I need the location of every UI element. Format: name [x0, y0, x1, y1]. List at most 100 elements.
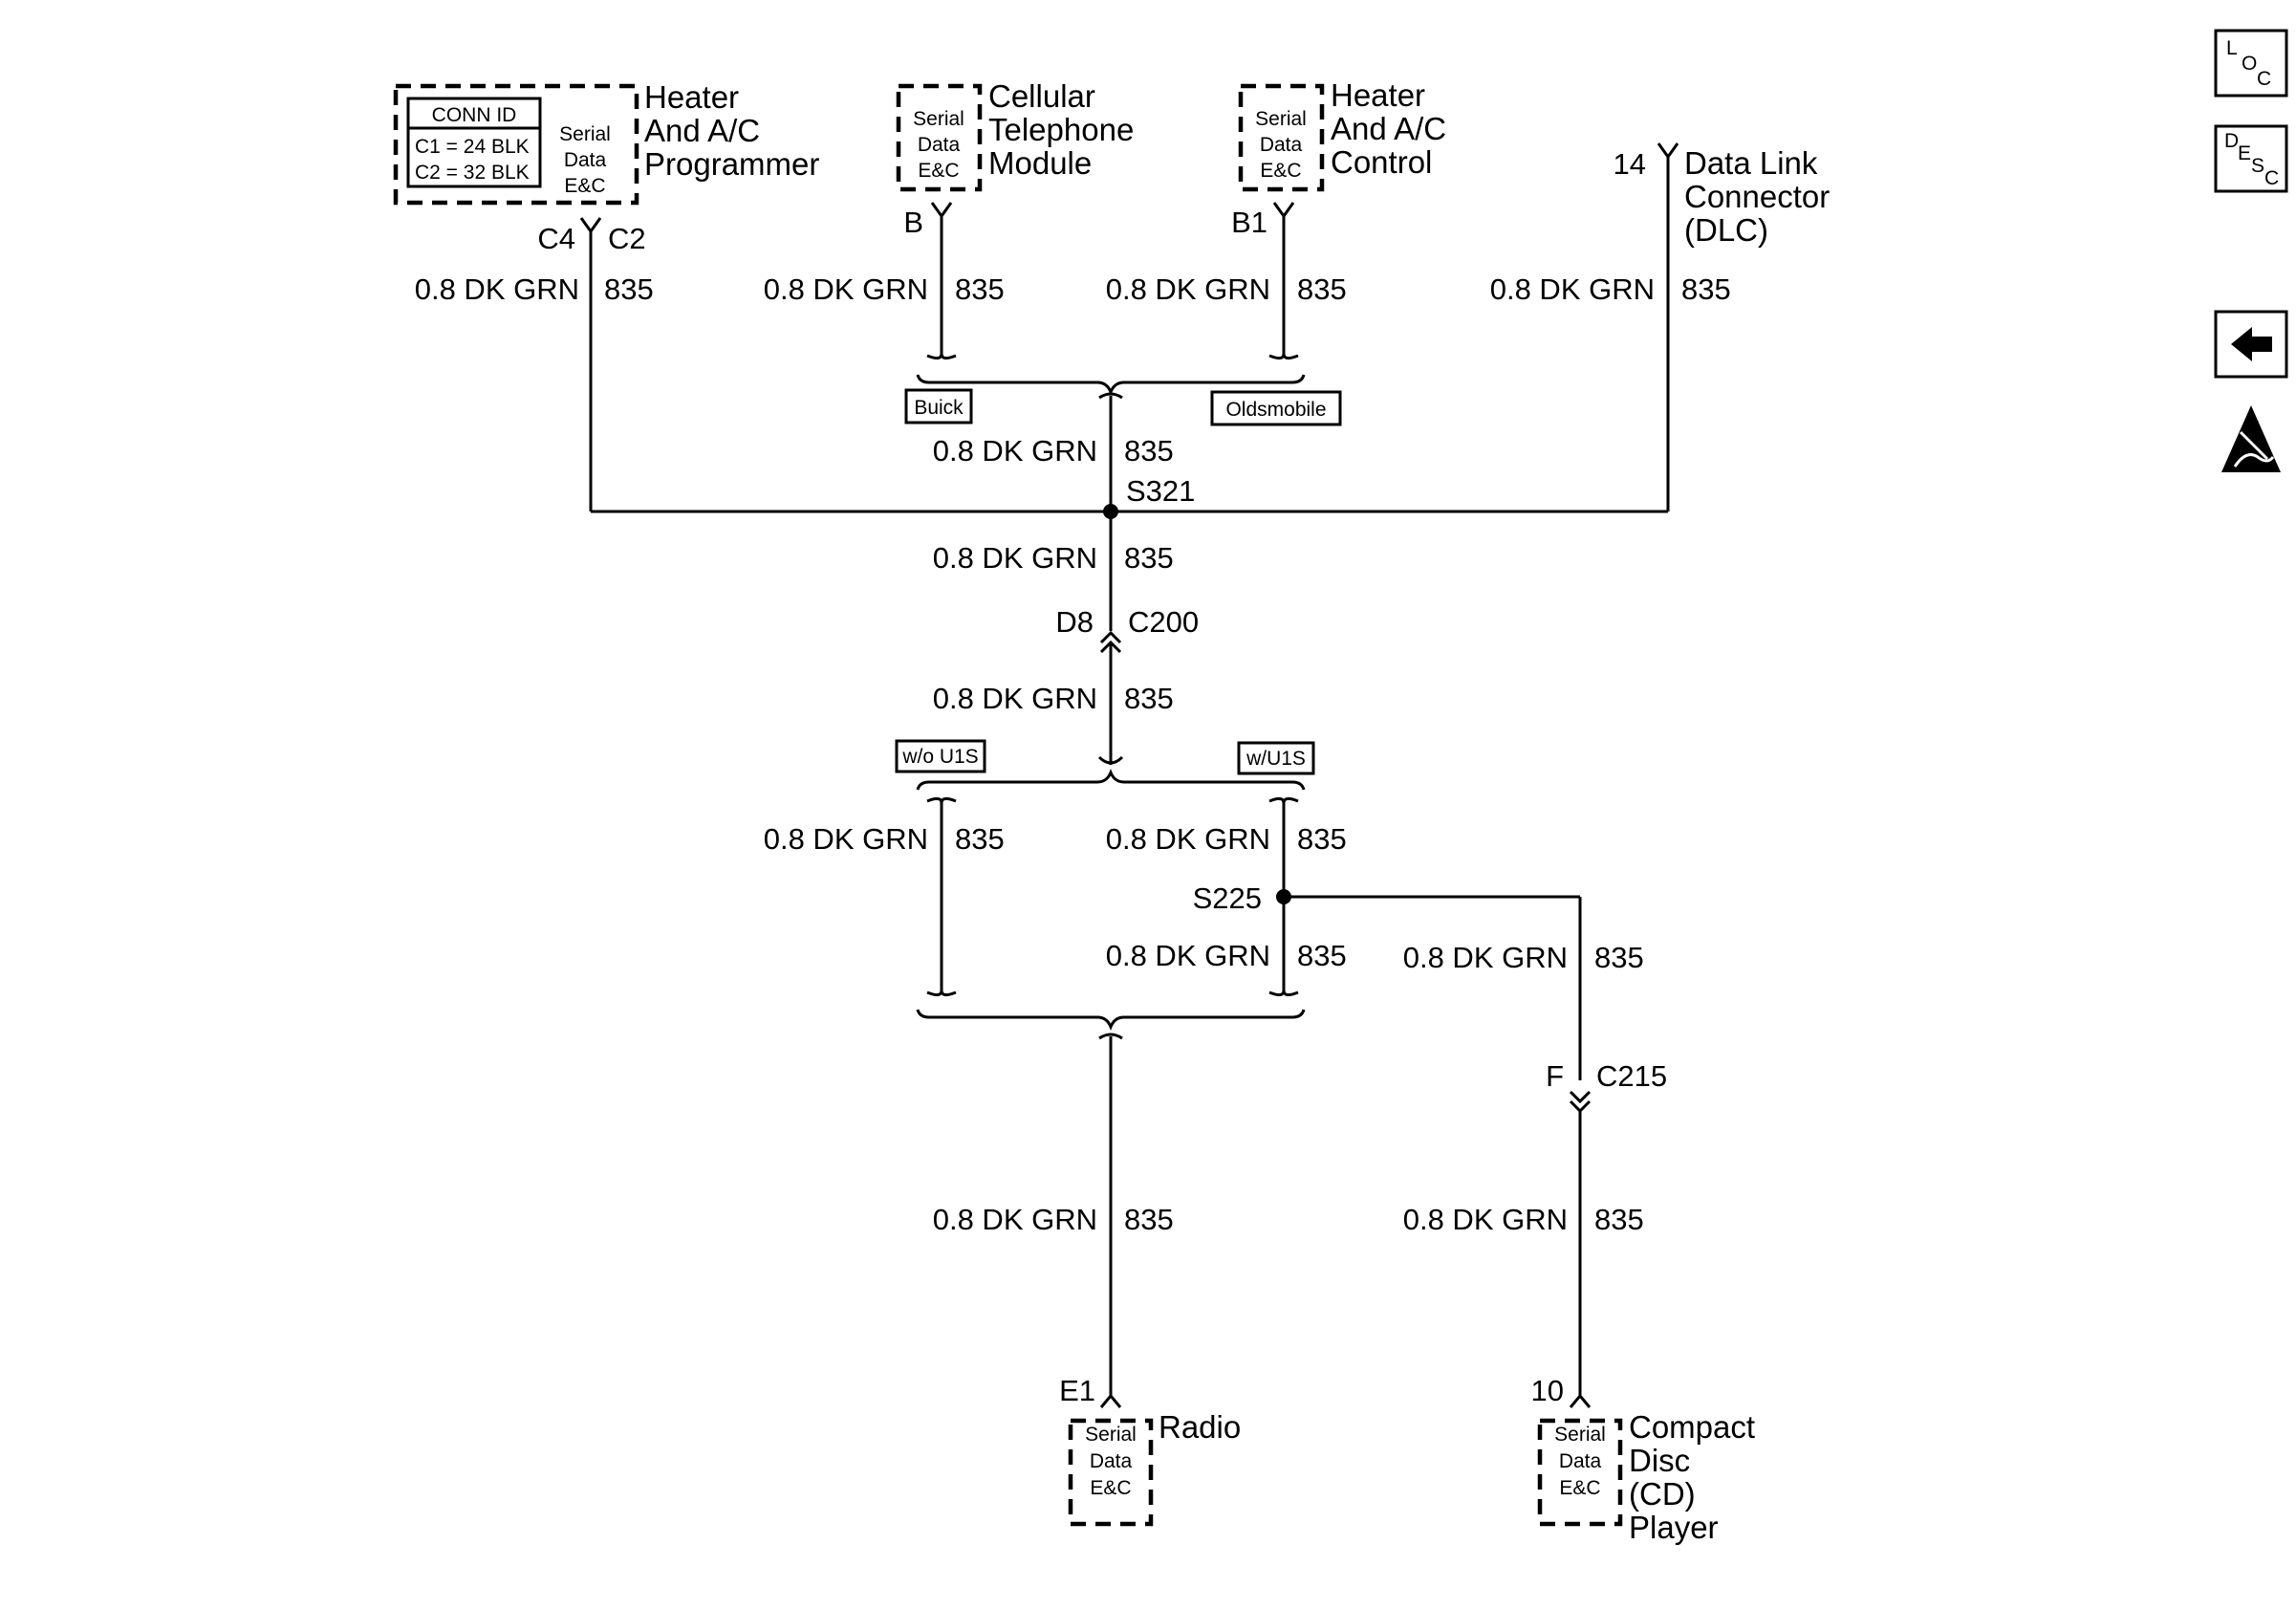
wire-labels: 0.8 DK GRN 835 0.8 DK GRN 835 0.8 DK GRN… [415, 272, 1731, 1236]
wire-circuit-label: 835 [1124, 541, 1174, 575]
wire-gauge-label: 0.8 DK GRN [933, 1203, 1097, 1236]
conn-id-row-c1: C1 = 24 BLK [415, 136, 530, 158]
conn-id-row-c2: C2 = 32 BLK [415, 162, 530, 184]
connector-label-c200: C200 [1128, 605, 1199, 639]
wire-circuit-label: 835 [604, 272, 654, 306]
left-arrow-icon [2231, 327, 2272, 361]
serial-data-label-line1: Serial [559, 123, 611, 145]
serial-data-label-line1: Serial [1554, 1424, 1606, 1446]
module-name-line1: Heater [644, 79, 739, 115]
y-terminal [579, 217, 602, 254]
module-name-line3: (CD) [1629, 1476, 1696, 1512]
wire-circuit-label: 835 [955, 272, 1005, 306]
wire-gauge-label: 0.8 DK GRN [1490, 272, 1655, 306]
wire-gauge-label: 0.8 DK GRN [933, 541, 1097, 575]
desc-letter-d: D [2224, 130, 2239, 152]
module-name-line1: Heater [1331, 77, 1425, 113]
option-label-without-u1s: w/o U1S [901, 746, 978, 768]
option-bracket-buick-olds [916, 374, 1306, 397]
module-name-line4: Player [1629, 1510, 1719, 1545]
module-name-line2: And A/C [644, 113, 760, 148]
wire-circuit-label: 835 [955, 822, 1005, 856]
connector-c215-symbol [1569, 1090, 1592, 1114]
pin-label-e1: E1 [1059, 1374, 1095, 1407]
wiring-bottom: F C215 [1109, 1036, 1667, 1396]
pin-label-14: 14 [1614, 147, 1646, 181]
option-label-buick: Buick [914, 397, 964, 419]
wire-gauge-label: 0.8 DK GRN [1106, 272, 1270, 306]
module-name-line2: Telephone [988, 112, 1134, 147]
serial-data-label-line3: E&C [918, 160, 959, 182]
option-label-with-u1s: w/U1S [1245, 748, 1306, 770]
wire-gauge-label: 0.8 DK GRN [1106, 939, 1270, 972]
wire-gauge-label: 0.8 DK GRN [1403, 1203, 1568, 1236]
hvac-control-dashed-box [1238, 83, 1325, 192]
cellular-dashed-box [896, 83, 983, 192]
module-name-line3: Module [988, 145, 1092, 181]
wire-circuit-label: 835 [1124, 682, 1174, 715]
module-name-line2: Disc [1629, 1443, 1690, 1478]
wire-gauge-label: 0.8 DK GRN [1403, 941, 1568, 974]
module-name-line3: Control [1331, 144, 1432, 180]
female-terminal [1099, 1393, 1122, 1408]
wire-circuit-label: 835 [1124, 1203, 1174, 1236]
wire-gauge-label: 0.8 DK GRN [933, 682, 1097, 715]
radio-module: E1 Serial Data E&C Radio [1059, 1374, 1241, 1527]
serial-data-label-line2: Data [918, 134, 961, 156]
conn-id-title: CONN ID [432, 104, 517, 126]
pin-label-c2: C2 [608, 222, 646, 255]
wire-circuit-label: 835 [1297, 272, 1347, 306]
loc-letter-o: O [2242, 53, 2257, 75]
option-tag-oldsmobile [1210, 390, 1342, 426]
hvac-control-module: Serial Data E&C Heater And A/C Control B… [1231, 77, 1446, 239]
wire-circuit-label: 835 [1594, 1203, 1644, 1236]
wire-gauge-label: 0.8 DK GRN [933, 434, 1097, 468]
conn-id-table [406, 97, 542, 188]
desc-button[interactable]: D E S C [2214, 124, 2288, 193]
module-name-line1: Cellular [988, 78, 1095, 114]
pin-label-c4: C4 [537, 222, 575, 255]
wire-circuit-label: 835 [1681, 272, 1731, 306]
option-bracket-bottom [916, 1009, 1306, 1032]
data-link-connector: 14 Data Link Connector (DLC) [1614, 142, 1830, 248]
serial-data-label-line1: Serial [1255, 108, 1307, 130]
serial-data-label-line1: Serial [913, 108, 964, 130]
back-button[interactable] [2214, 310, 2288, 379]
serial-data-label-line1: Serial [1085, 1424, 1137, 1446]
female-terminal [1569, 1393, 1592, 1408]
pin-label-f: F [1546, 1059, 1564, 1093]
cd-player-dashed-box [1537, 1418, 1623, 1527]
module-name-line1: Compact [1629, 1409, 1755, 1445]
desc-letter-e: E [2238, 142, 2251, 164]
serial-data-label-line2: Data [1559, 1450, 1602, 1472]
module-name-line2: And A/C [1331, 111, 1446, 146]
option-tag-without-u1s [895, 739, 986, 773]
hvac-programmer-module: CONN ID C1 = 24 BLK C2 = 32 BLK Serial D… [393, 79, 819, 255]
module-name-line3: (DLC) [1684, 212, 1768, 248]
wire-gauge-label: 0.8 DK GRN [764, 822, 928, 856]
option-label-oldsmobile: Oldsmobile [1225, 399, 1326, 421]
y-terminal [930, 202, 953, 237]
splice-label-s225: S225 [1193, 881, 1262, 915]
cellular-telephone-module: Serial Data E&C Cellular Telephone Modul… [896, 78, 1134, 239]
loc-letter-c: C [2257, 68, 2271, 90]
serial-data-label-line3: E&C [1260, 160, 1301, 182]
serial-data-label-line3: E&C [564, 175, 605, 197]
splice-label-s321: S321 [1126, 474, 1195, 508]
serial-data-label-line2: Data [1260, 134, 1303, 156]
hvac-programmer-dashed-box [393, 83, 639, 206]
wire-circuit-label: 835 [1594, 941, 1644, 974]
esd-warning-icon [2221, 405, 2281, 472]
pin-label-d8: D8 [1055, 605, 1094, 639]
serial-data-label-line2: Data [1090, 1450, 1133, 1472]
wire-circuit-label: 835 [1297, 939, 1347, 972]
loc-button[interactable]: L O C [2214, 29, 2288, 98]
module-name-line3: Programmer [644, 146, 819, 182]
cd-player-module: 10 Serial Data E&C Compact Disc (CD) Pla… [1531, 1374, 1756, 1545]
pin-label-b1: B1 [1231, 206, 1267, 239]
module-name-line1: Data Link [1684, 145, 1818, 181]
pin-label-b: B [903, 206, 923, 239]
radio-dashed-box [1068, 1418, 1154, 1527]
pin-label-10: 10 [1531, 1374, 1564, 1407]
